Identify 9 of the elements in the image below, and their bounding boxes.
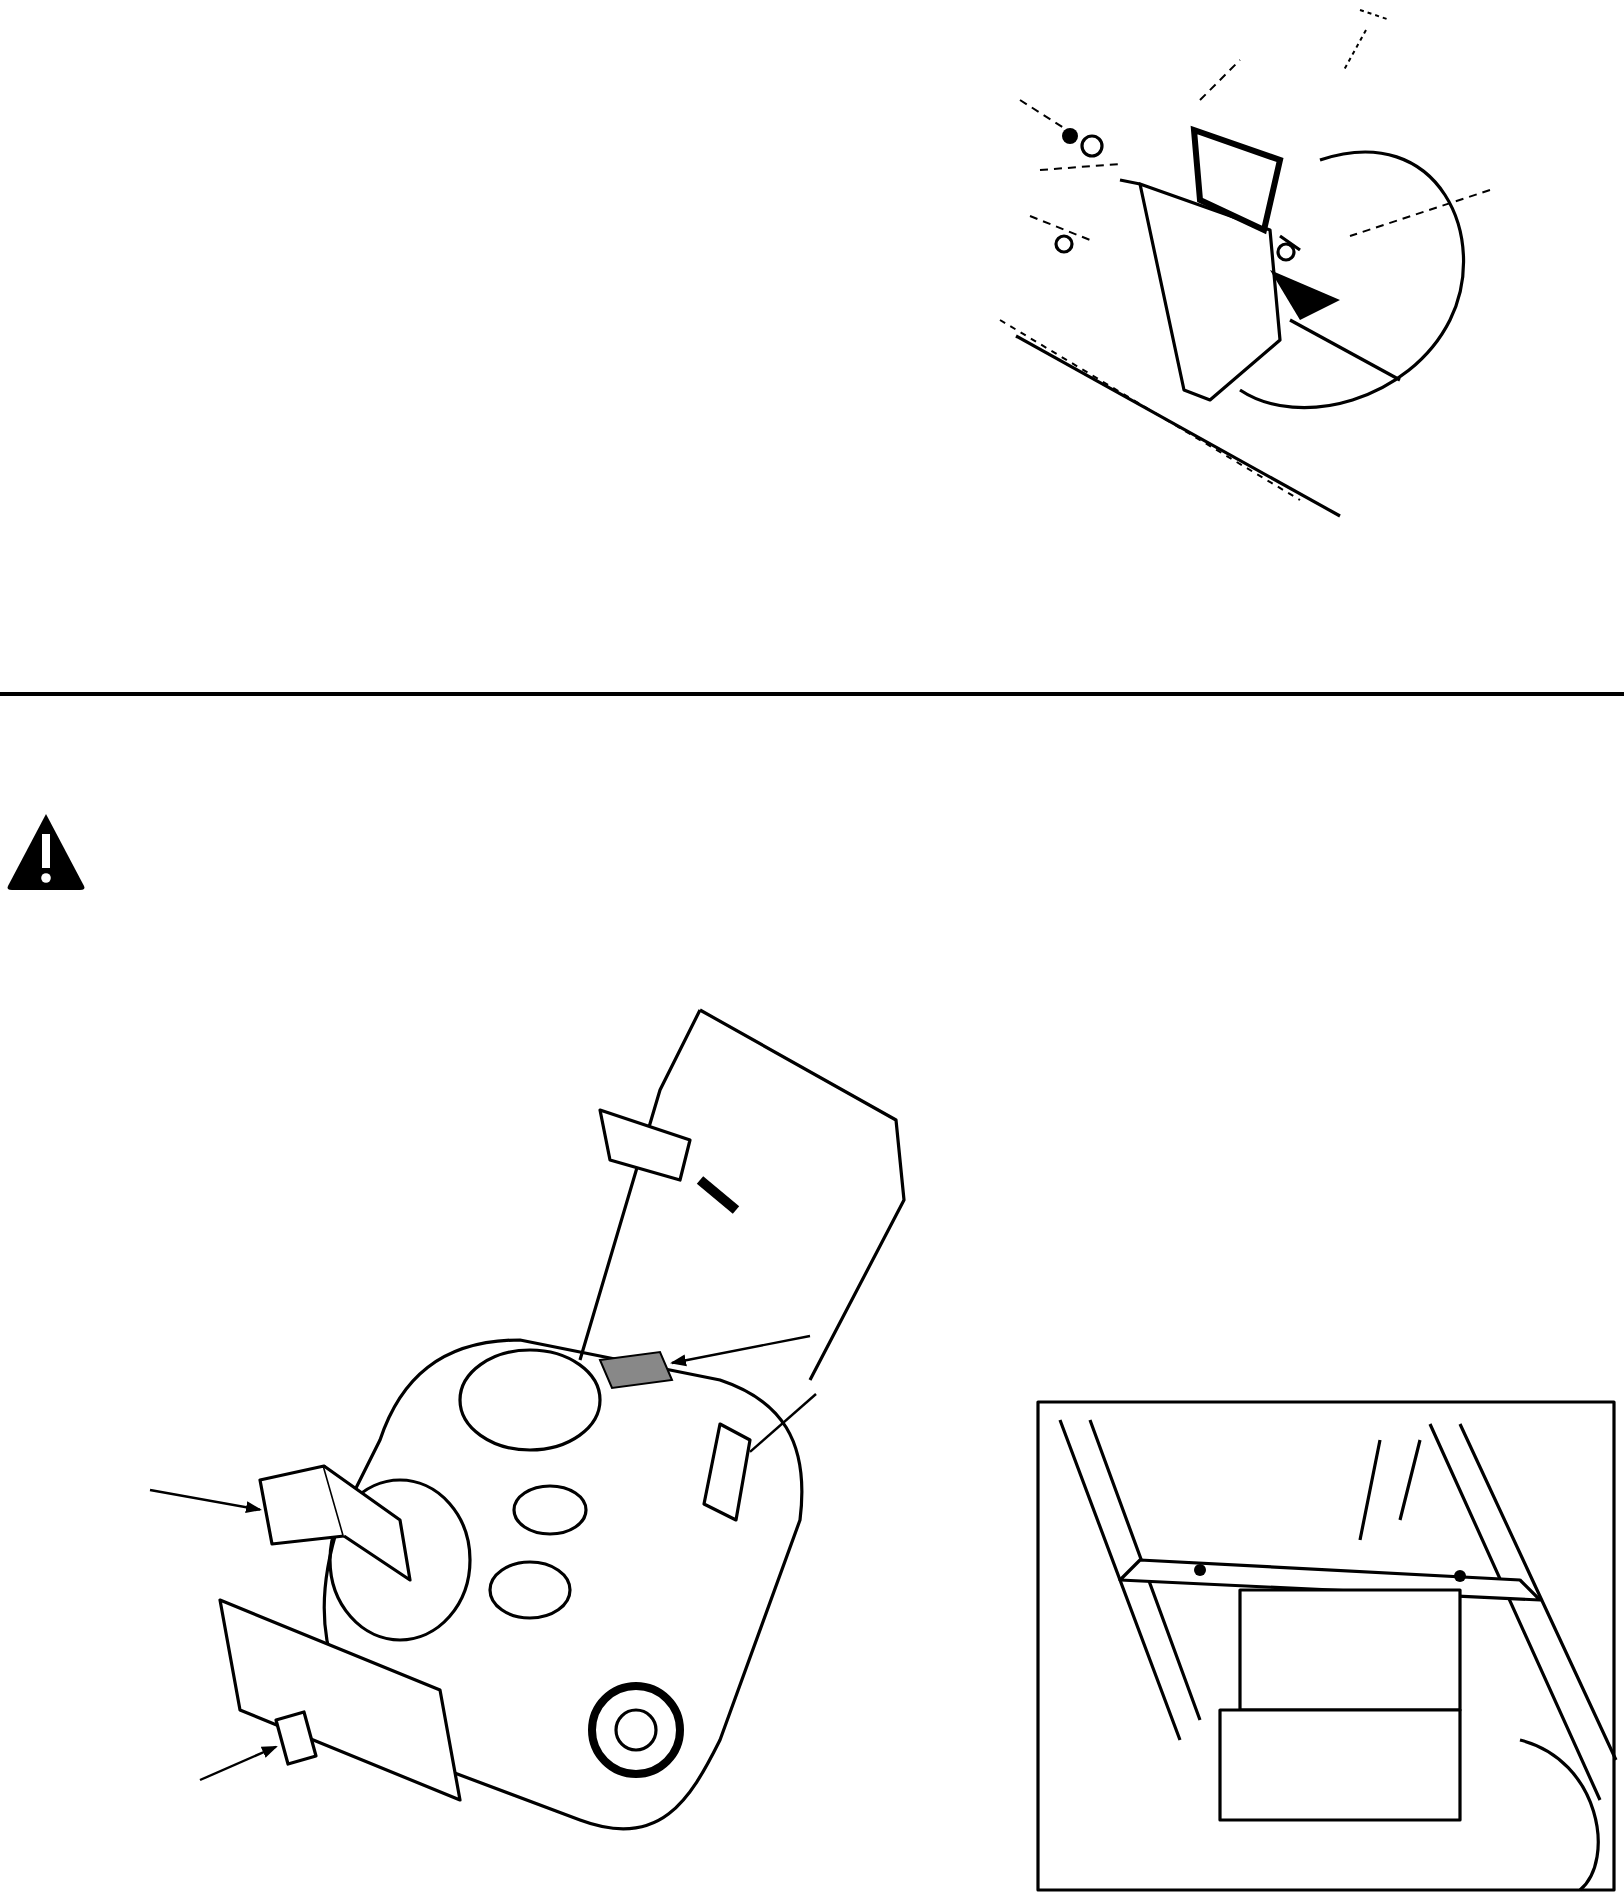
leader-arrow (149, 1488, 262, 1514)
shave-plate-drawing (274, 1710, 318, 1766)
engine-detail-drawing (1036, 1400, 1616, 1892)
chute-deflector-drawing (258, 1464, 412, 1582)
leader-arrow (199, 1745, 278, 1782)
handle-frame-drawing (702, 1422, 752, 1522)
leader-arrow (670, 1334, 811, 1367)
leader-line (749, 1393, 817, 1453)
control-panel-drawing (598, 1350, 674, 1390)
